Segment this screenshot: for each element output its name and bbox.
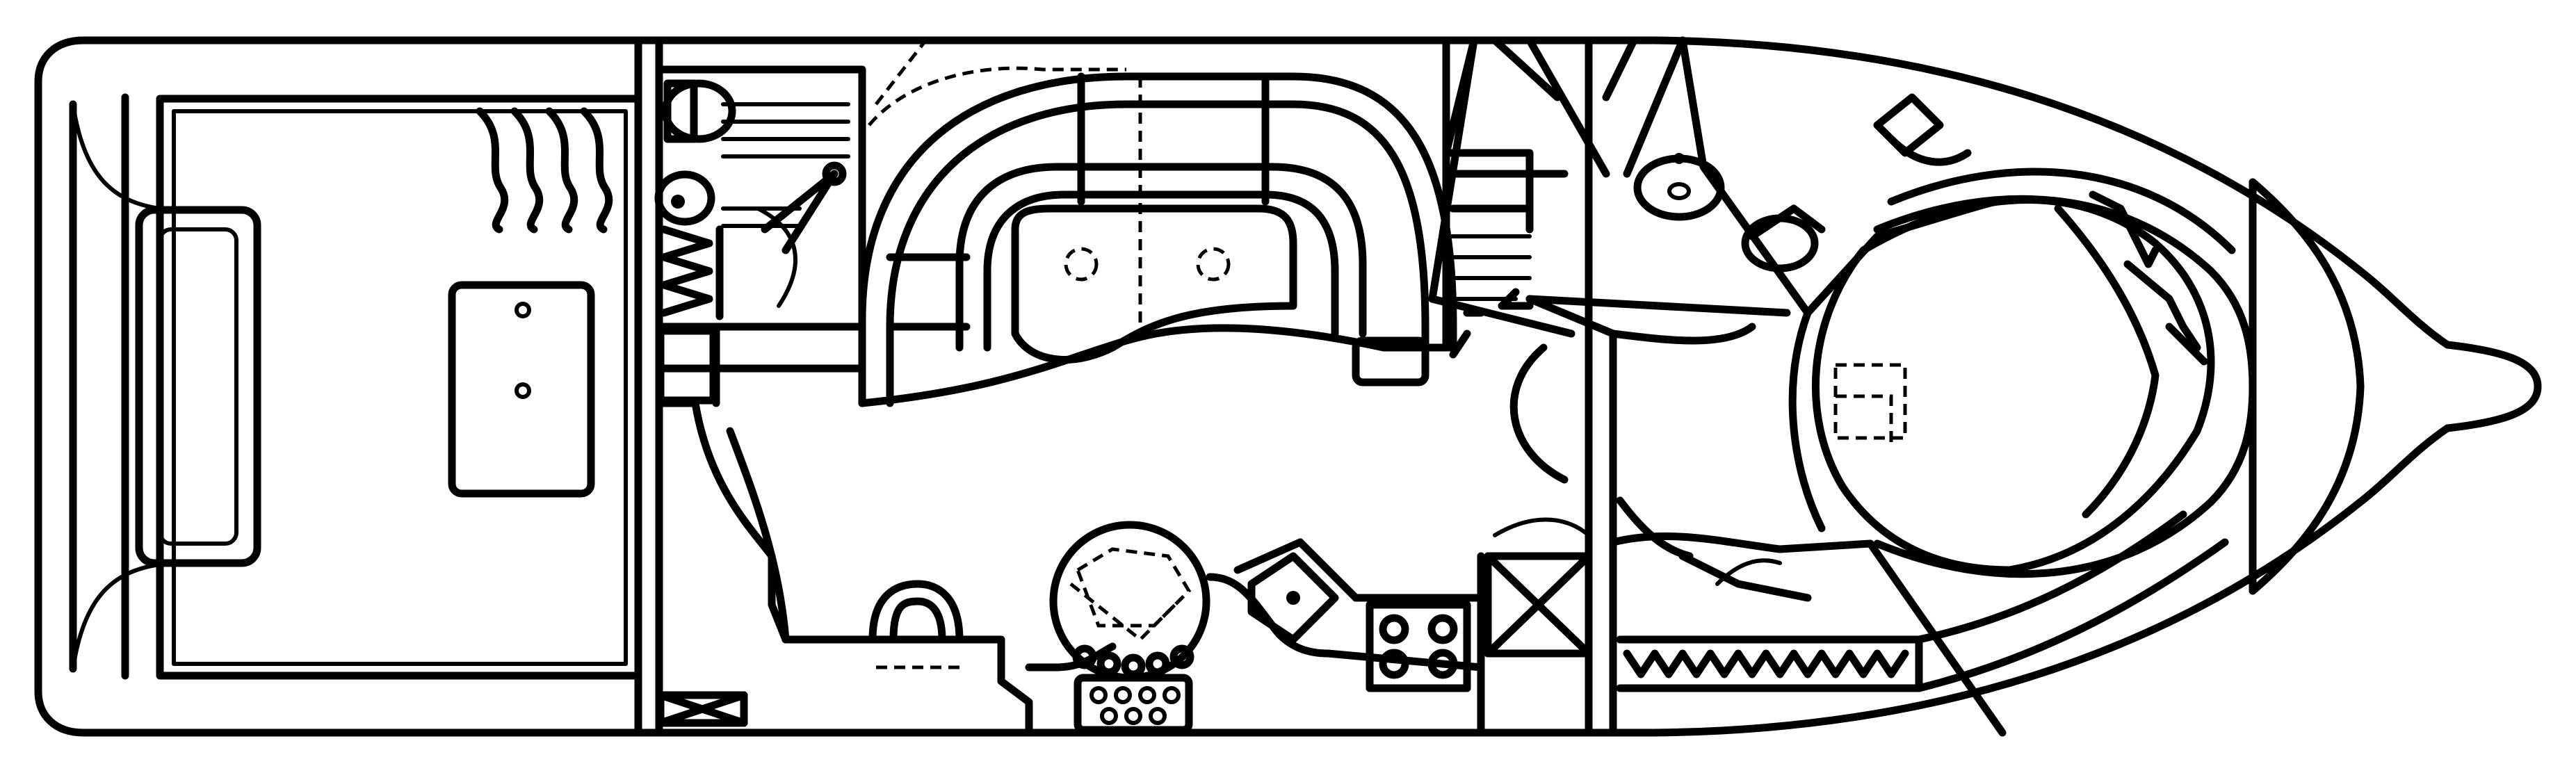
galley-area bbox=[655, 399, 1593, 737]
head-toilet-icon bbox=[661, 79, 736, 143]
cockpit-area bbox=[156, 95, 642, 680]
helm-station bbox=[654, 65, 866, 407]
refrigerator-icon bbox=[1484, 552, 1593, 658]
sink-icon bbox=[1633, 153, 1725, 221]
sink-icon bbox=[1233, 538, 1360, 644]
forward-cabin bbox=[1428, 36, 2257, 737]
galley-stove-icon bbox=[1366, 601, 1471, 692]
dinette-area bbox=[858, 40, 1457, 407]
swim-platform-icon bbox=[71, 93, 261, 680]
cockpit-hatch-icon bbox=[448, 281, 595, 498]
hull-outline bbox=[34, 36, 2542, 737]
sink-icon bbox=[654, 170, 715, 226]
head-toilet-icon bbox=[1741, 204, 1826, 272]
